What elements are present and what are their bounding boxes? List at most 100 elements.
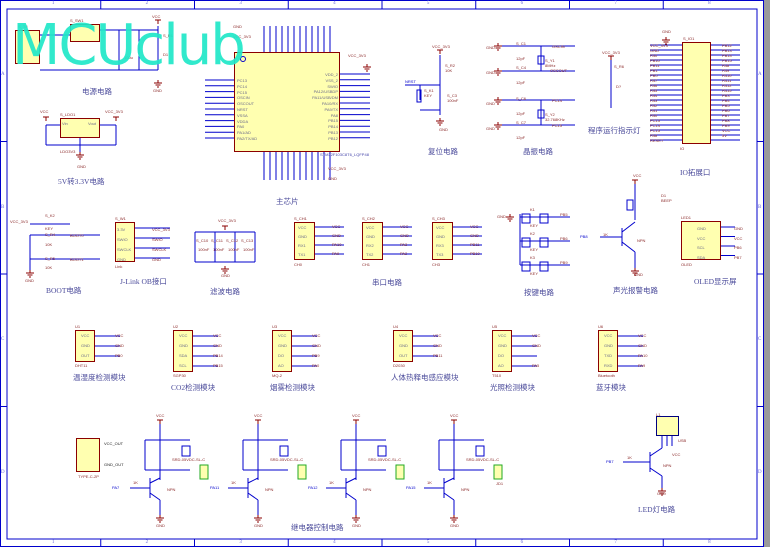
mcu-pin-label: PA0 [237,124,245,130]
module-pin-label: DO [278,353,284,358]
uart-pin-label: GND [366,234,375,239]
section-title-light: 光照检测模块 [490,383,535,392]
module-pin-label: SDA [179,353,188,358]
jlink-pin-label: 3.3V [117,227,126,232]
module-pin-label: GND [81,343,90,348]
module-pin-label: VCC [399,333,408,338]
zone-label-top: 1 [51,1,55,6]
uart-pin-label: VCC [366,225,375,230]
key-net: PB6 [560,236,568,241]
section-title-uart: 串口电路 [372,278,402,287]
wire [443,492,455,501]
relay-coil [181,445,191,457]
module-net-label: GND [638,343,647,348]
io-left-net: PA0 [650,113,658,118]
relay-vcc: VCC [254,413,263,418]
module-part: DHT11 [75,363,88,368]
crystal-c4-val: 12pF [516,135,526,140]
uart-ref: S_CH1 [294,216,307,221]
relay-vcc: VCC [450,413,459,418]
watermark-text: MCUclub [12,13,246,78]
io-left-net: PC14 [650,123,661,128]
key-net: PB9 [560,260,568,265]
mcu-pin-label: PA12/USBDP [313,89,338,95]
relay-part: SRD-05VDC-SL-C [270,457,304,462]
keys-gnd: GND [497,214,506,219]
io-left-net: PB10 [650,58,660,63]
mcu-pin-label: PB15 [328,118,338,124]
uart-part: CH3 [432,262,441,267]
io-right-net: PB6 [722,108,730,113]
uart-connector [294,222,315,260]
io-left-net: PA7 [650,78,658,83]
power-cap-value: 100u [124,55,133,60]
sensor-module-light [492,330,512,372]
ldo-vcc33-label: VCC_3V3 [105,109,123,114]
wire [247,477,259,484]
zone-label-top: 8 [708,1,711,6]
led-part: USB [678,438,687,443]
module-pin-label: AO [278,363,284,368]
io-left-net: PA1 [650,108,658,113]
reset-vcc33: VCC_3V3 [432,44,450,49]
zone-label-left: D [1,469,5,475]
reset-resistor: S_R2 [445,63,456,68]
module-net-label: GND [213,343,222,348]
relay-vcc: VCC [156,413,165,418]
zone-label-top: 3 [239,1,242,6]
ldo-vcc-label: VCC [40,109,49,114]
key-val: KEY [530,247,539,252]
wire [149,477,161,484]
io-left-net: PB11 [650,63,660,68]
zone-label-top: 6 [520,1,524,6]
relay-part: SRD-05VDC-SL-C [368,457,402,462]
relay-part: SRD-05VDC-SL-C [172,457,206,462]
module-ref: U4 [393,324,399,329]
relay-terminal [395,464,405,480]
mcu-chip [234,52,340,152]
mcu-pin-label: VDDA [237,118,249,124]
crystal-gnd-2: GND [486,70,495,75]
led-transistor: NPN [663,463,672,468]
uart-connector [432,222,453,260]
mcu-part-label: STM32F103C8T6_LQFP48 [320,152,369,157]
crystal-c2: S_C4 [516,65,527,70]
relay-gnd: GND [254,523,263,528]
module-pin-label: VCC [179,333,188,338]
io-right-net: PB5 [722,103,730,108]
relay-part: SRD-05VDC-SL-C [466,457,500,462]
uart-net-label: GND [332,233,341,238]
key-button [539,261,549,272]
io-right-net: PB13 [722,48,732,53]
io-left-net: PC15 [650,128,661,133]
mcu-pin-label: PA11/USB/DM [312,95,338,101]
module-net-label: VCC [638,333,647,338]
mcu-top-vcc33: VCC_3V3 [233,34,251,39]
module-part: T510 [492,373,502,378]
key-button [539,237,549,248]
boot-key-val: KEY [45,226,54,231]
sensor-module-pir [393,330,413,362]
section-title-led: LED灯电路 [638,505,676,514]
module-ref: U2 [173,324,179,329]
module-pin-label: GND [399,343,408,348]
crystal-c3: S_C6 [516,96,527,101]
uart-ref: S_CH3 [432,216,445,221]
zone-label-bottom: 1 [51,540,55,545]
sensor-module-temp [75,330,95,362]
section-title-jlink: J-Link OB接口 [120,277,167,286]
relay-gnd: GND [450,523,459,528]
relay-net: PA7 [112,485,120,490]
module-net-label: GND [532,343,541,348]
wire [247,492,259,501]
module-part: SGP30 [173,373,186,378]
zone-label-right: C [758,337,762,343]
jlink-ref: S_W1 [115,216,126,221]
io-right-net: PB3 [722,93,730,98]
zone-label-bottom: 6 [520,540,524,545]
relay-coil [377,445,387,457]
relay-terminal [493,464,503,480]
io-left-net: PA4 [650,93,658,98]
